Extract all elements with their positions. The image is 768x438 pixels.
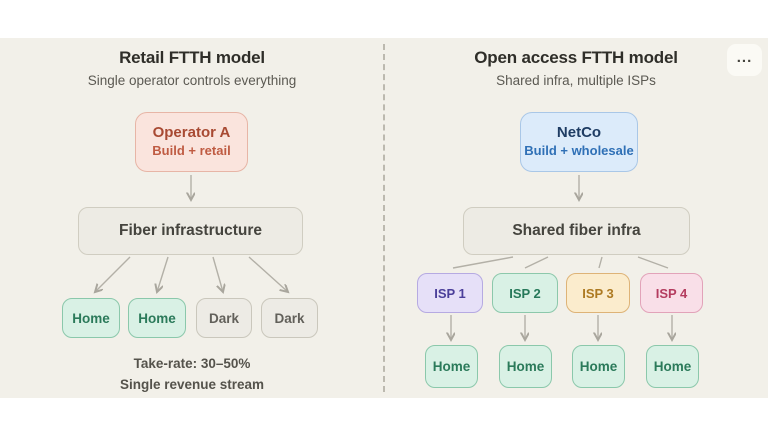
home-label: Home [579, 359, 618, 374]
left-panel-subtitle: Single operator controls everything [87, 73, 297, 88]
operator-a-role: Build + retail [152, 142, 231, 158]
fiber-infrastructure-node: Fiber infrastructure [78, 207, 303, 255]
isp-3-node: ISP 3 [566, 273, 630, 313]
home-node-right-1: Home [425, 345, 478, 388]
home-node-left-2: Home [128, 298, 186, 338]
dark-label: Dark [208, 310, 240, 326]
take-rate-note: Take-rate: 30–50% [133, 356, 251, 371]
right-panel-title: Open access FTTH model [474, 48, 678, 67]
home-label: Home [138, 310, 176, 326]
home-label: Home [432, 359, 471, 374]
netco-role: Build + wholesale [524, 142, 634, 158]
isp-3-label: ISP 3 [582, 285, 614, 301]
right-panel-subtitle: Shared infra, multiple ISPs [496, 73, 656, 88]
home-node-right-3: Home [572, 345, 625, 388]
dark-node-2: Dark [261, 298, 318, 338]
operator-a-node: Operator A Build + retail [135, 112, 248, 172]
netco-node: NetCo Build + wholesale [520, 112, 638, 172]
operator-a-name: Operator A [152, 124, 231, 142]
isp-2-label: ISP 2 [509, 285, 541, 301]
shared-fiber-infra-node: Shared fiber infra [463, 207, 690, 255]
revenue-note: Single revenue stream [119, 377, 265, 392]
isp-2-node: ISP 2 [492, 273, 558, 313]
home-label: Home [653, 359, 692, 374]
isp-1-label: ISP 1 [434, 285, 466, 301]
isp-1-node: ISP 1 [417, 273, 483, 313]
left-panel-title: Retail FTTH model [119, 48, 265, 67]
fiber-infrastructure-label: Fiber infrastructure [119, 222, 262, 239]
panel-divider [383, 44, 385, 392]
home-label: Home [72, 310, 110, 326]
home-label: Home [506, 359, 545, 374]
dark-label: Dark [274, 310, 305, 326]
home-node-left-1: Home [62, 298, 120, 338]
dark-node-1: Dark [196, 298, 252, 338]
more-options-button[interactable]: ... [727, 44, 762, 76]
isp-4-node: ISP 4 [640, 273, 703, 313]
netco-name: NetCo [556, 124, 602, 142]
home-node-right-4: Home [646, 345, 699, 388]
shared-fiber-infra-label: Shared fiber infra [512, 222, 641, 239]
home-node-right-2: Home [499, 345, 552, 388]
isp-4-label: ISP 4 [655, 285, 688, 301]
